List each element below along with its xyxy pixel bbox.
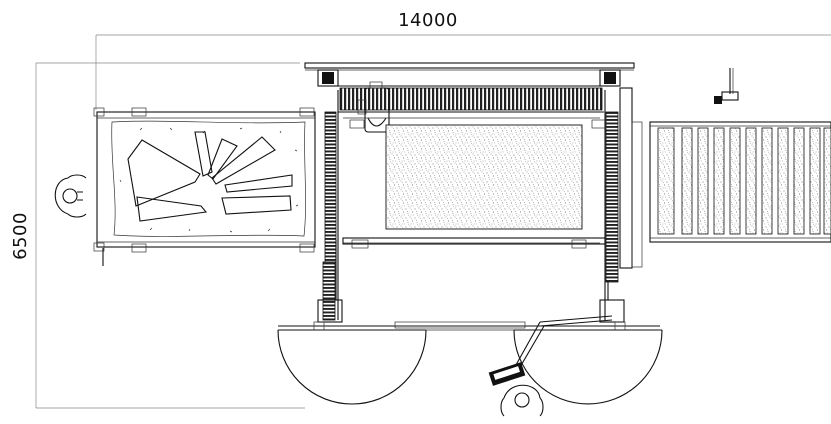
width-dimension: 14000 xyxy=(95,10,831,110)
control-pendant-arm xyxy=(488,315,613,386)
sensor-post xyxy=(714,68,739,104)
infeed-conveyor xyxy=(93,107,316,266)
safety-door-right xyxy=(513,329,663,405)
height-dimension-label: 6500 xyxy=(10,212,31,260)
operator-left xyxy=(54,174,87,218)
safety-door-left xyxy=(277,329,427,405)
width-dimension-label: 14000 xyxy=(398,10,458,31)
operator-bottom xyxy=(500,384,544,417)
cut-pieces xyxy=(127,131,293,222)
height-dimension: 6500 xyxy=(10,62,305,409)
gantry-machine xyxy=(278,62,660,331)
outfeed-conveyor xyxy=(649,121,831,243)
